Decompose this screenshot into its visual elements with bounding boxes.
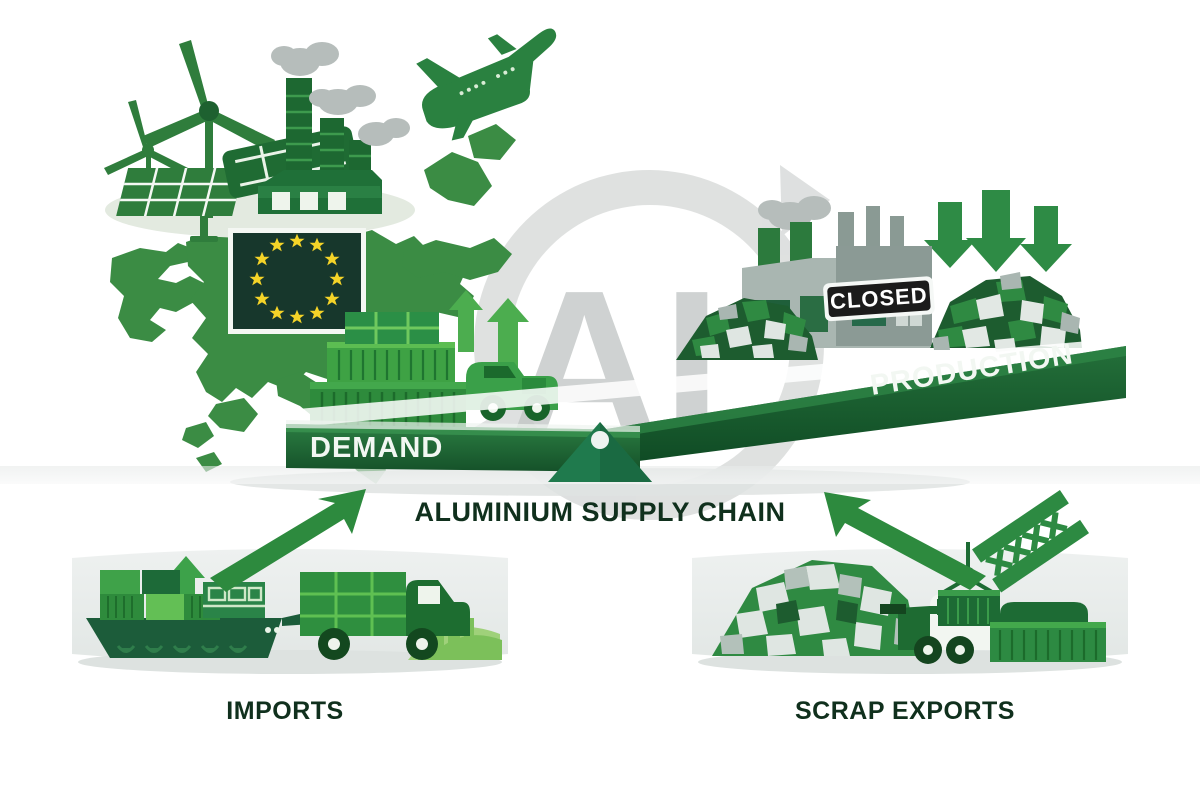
scrap-pile-icon: [712, 560, 920, 656]
imports-label: IMPORTS: [226, 697, 344, 725]
scrap-exports-flow-arrow-icon: [824, 492, 986, 590]
shipping-container: [327, 342, 455, 382]
production-down-arrow-icon: [924, 190, 1072, 272]
eu-flag-stars: [249, 233, 345, 324]
balance-beam: [286, 338, 1126, 472]
eu-flag-icon: [228, 228, 366, 334]
scrap-pile-icon: [930, 272, 1082, 352]
demand-beam-label: DEMAND: [310, 432, 443, 464]
smoke-cloud-icon: [271, 42, 410, 146]
scrap-pile-icon: [676, 298, 818, 360]
balance-fulcrum: [548, 422, 652, 482]
demand-up-arrow-icon: [449, 290, 529, 368]
shipping-container-icon: [990, 622, 1106, 662]
airplane-icon: [416, 28, 557, 141]
imports-flow-arrow-icon: [210, 489, 366, 592]
scrap-exports-label: SCRAP EXPORTS: [795, 697, 1015, 725]
delivery-truck-icon: [300, 572, 470, 660]
fulcrum-pivot: [591, 431, 609, 449]
scrap-exports-panel: [692, 490, 1128, 674]
closed-factory-icon: CLOSED: [742, 196, 935, 348]
supply-chain-title: ALUMINIUM SUPPLY CHAIN: [414, 497, 786, 527]
factory-building-icon: [258, 170, 382, 214]
closed-sign: CLOSED: [823, 276, 935, 322]
imports-panel: [72, 549, 508, 674]
shipping-container: [345, 312, 439, 344]
solar-panel-icon: [116, 168, 245, 242]
wind-turbine-icon: [143, 40, 275, 218]
